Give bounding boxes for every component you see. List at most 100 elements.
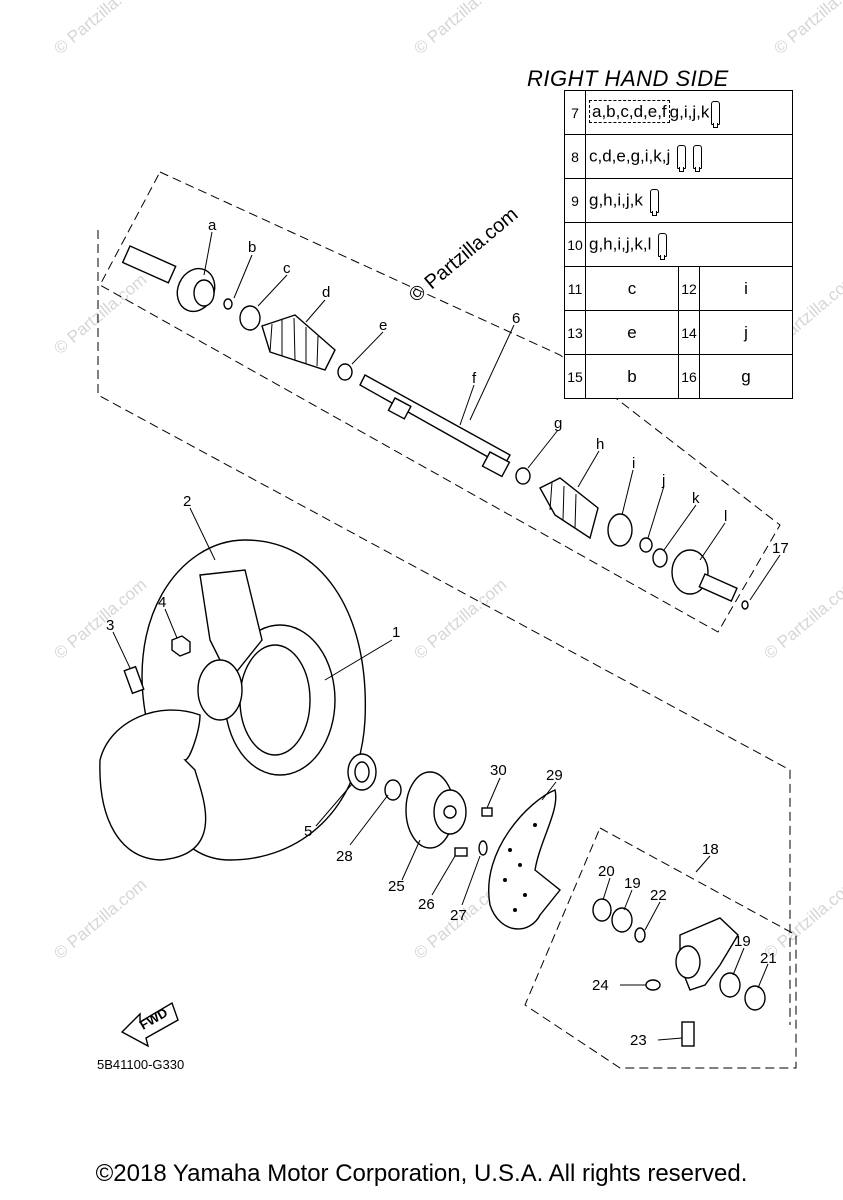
callout-5: 5	[304, 823, 312, 840]
callout-23: 23	[630, 1032, 647, 1049]
legend-pair-left-num: 15	[564, 354, 586, 399]
legend-row-codes: g,h,i,j,k,l	[585, 222, 793, 267]
legend-pair-left-val: b	[585, 354, 679, 399]
circlip-22	[634, 927, 646, 943]
boot-d	[261, 314, 336, 371]
legend-pair-right-val: j	[699, 310, 793, 355]
band-e	[337, 363, 353, 381]
leader-lines	[112, 231, 781, 1041]
wheel-hub	[197, 659, 243, 721]
o-ring-27	[478, 840, 488, 856]
knuckle-assembly-outline	[524, 827, 797, 1069]
callout-19: 19	[624, 875, 641, 892]
callout-j: j	[661, 472, 665, 489]
callout-27: 27	[450, 907, 467, 924]
circlip-b	[223, 298, 233, 310]
legend-pair-right-num: 12	[678, 266, 700, 311]
seal-21	[744, 985, 766, 1011]
callout-3: 3	[106, 617, 114, 634]
callouts: a b c d e 6 f g h i j k l 17 2 1 4 3 5 2…	[106, 217, 789, 1049]
legend-boxed-codes: a,b,c,d,e,f	[589, 99, 670, 123]
callout-21: 21	[760, 950, 777, 967]
adhesive-tube-icon	[692, 144, 702, 172]
fwd-arrow: FWD	[120, 1001, 179, 1048]
callout-b: b	[248, 239, 256, 256]
hub-25	[405, 771, 467, 849]
band-g	[515, 467, 531, 485]
spacer-28	[384, 779, 402, 801]
callout-25: 25	[388, 878, 405, 895]
seal-20	[592, 898, 612, 922]
callout-f: f	[472, 370, 477, 387]
tire-front-face	[99, 709, 207, 861]
callout-1: 1	[392, 624, 400, 641]
callout-d: d	[322, 284, 330, 301]
valve-3	[123, 665, 145, 695]
legend-row-num: 10	[564, 222, 586, 267]
callout-19-b: 19	[734, 933, 751, 950]
callout-20: 20	[598, 863, 615, 880]
nut-4	[171, 635, 191, 657]
callout-6: 6	[512, 310, 520, 327]
ball-joint-23	[681, 1021, 695, 1047]
adhesive-tube-icon	[711, 100, 721, 128]
callout-e: e	[379, 317, 387, 334]
callout-k: k	[692, 490, 700, 507]
watermark-tile: © Partzilla.com	[50, 0, 150, 58]
band-c	[239, 305, 261, 331]
legend-pair-left-num: 11	[564, 266, 586, 311]
callout-g: g	[554, 415, 562, 432]
legend-pair-row: 11 c 12 i	[564, 266, 793, 311]
callout-c: c	[283, 260, 291, 277]
watermark-tile: © Partzilla.com	[410, 575, 510, 663]
diagram-code: 5B41100-G330	[97, 1057, 185, 1072]
legend-pair-left-num: 13	[564, 310, 586, 355]
bolt-26	[454, 847, 468, 857]
callout-24: 24	[592, 977, 609, 994]
rim-inner	[239, 644, 311, 756]
legend-row: 8 c,d,e,g,i,k,j	[564, 134, 793, 179]
tire-wheel	[99, 539, 367, 861]
legend-pair-left-val: c	[585, 266, 679, 311]
cv-joint-l	[671, 549, 738, 602]
boot-h	[539, 477, 599, 540]
knuckle-parts	[592, 898, 766, 1047]
bearing-19-front	[611, 907, 633, 933]
legend-codes: g,h,i,j,k	[589, 189, 643, 209]
watermark-tile: © Partzilla.com	[50, 270, 150, 358]
callout-18: 18	[702, 841, 719, 858]
watermark-tile: © Partzilla.com	[50, 875, 150, 963]
callout-h: h	[596, 436, 604, 453]
callout-i: i	[632, 455, 635, 472]
legend-row-num: 9	[564, 178, 586, 223]
legend-title: RIGHT HAND SIDE	[527, 66, 729, 91]
adhesive-tube-icon	[658, 232, 668, 260]
legend-row-codes: g,h,i,j,k	[585, 178, 793, 223]
legend-pair-right-num: 14	[678, 310, 700, 355]
o-ring-17	[741, 600, 749, 610]
adhesive-tube-icon	[677, 144, 686, 172]
hub-brake-parts	[347, 753, 561, 930]
rim-cutout-top	[199, 569, 263, 682]
callout-17: 17	[772, 540, 789, 557]
bearing-19-rear	[719, 972, 741, 998]
legend-row: 10 g,h,i,j,k,l	[564, 222, 793, 267]
circlip-j	[639, 537, 653, 553]
watermark-tile: © Partzilla.com	[770, 0, 843, 58]
callout-29: 29	[546, 767, 563, 784]
legend-pair-left-val: e	[585, 310, 679, 355]
driveshaft-assembly-outline	[99, 171, 781, 633]
legend-codes: g,h,i,j,k,l	[589, 233, 652, 253]
legend-pair-row: 15 b 16 g	[564, 354, 793, 399]
adhesive-tube-icon	[649, 188, 659, 216]
legend-pair-row: 13 e 14 j	[564, 310, 793, 355]
clip-24	[645, 979, 661, 991]
legend-codes: c,d,e,g,i,k,j	[589, 145, 671, 165]
callout-a: a	[208, 217, 217, 234]
watermark-tile: © Partzilla.com	[410, 0, 510, 58]
watermark-tile: © Partzilla.com	[50, 575, 150, 663]
legend-row-num: 7	[564, 90, 586, 135]
